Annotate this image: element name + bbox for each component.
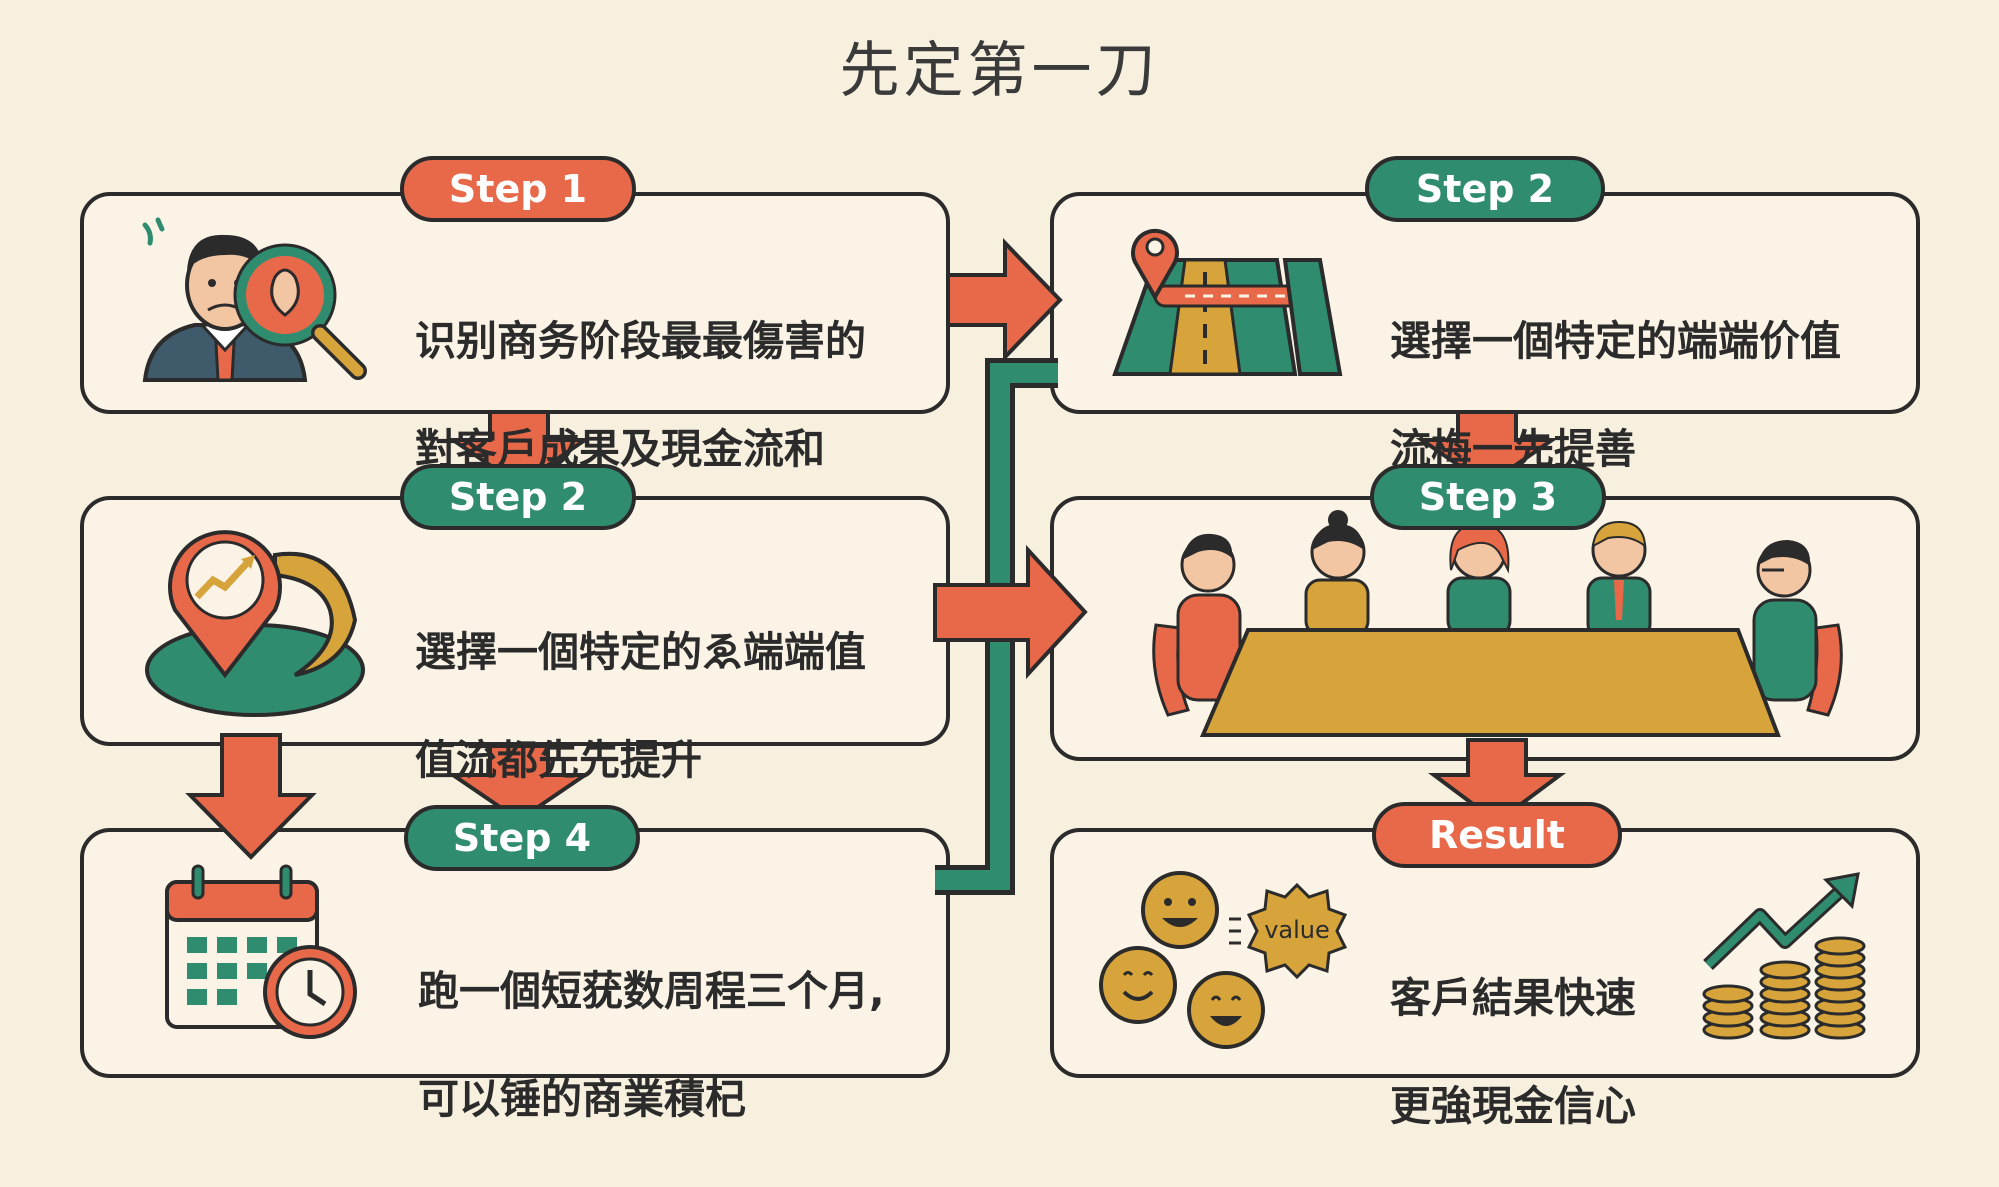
step4-text: 跑一個短莸数周程三个月, 可以锤的商業積杞: [418, 910, 885, 1180]
arrow-down-1: [446, 410, 592, 488]
calendar-clock-icon: [165, 864, 357, 1039]
step2-left-line1: 選擇一個特定的ゑ端端值: [415, 628, 866, 676]
worried-businessman-magnifier-icon: [142, 217, 367, 382]
step4-pill: Step 4: [404, 805, 640, 871]
result-line1: 客戶結果快速: [1390, 974, 1636, 1022]
step1-pill: Step 1: [400, 156, 636, 222]
step1-line1: 识别商务阶段最最傷害的: [415, 317, 866, 365]
step2-right-line2: 流梅一先提善: [1390, 425, 1636, 473]
flow-diagram: value: [142, 217, 1866, 1049]
arrow-down-5: [1427, 738, 1567, 825]
arrow-down-2: [185, 733, 317, 860]
page-title: 先定第一刀: [839, 36, 1160, 106]
coins-growth-chart-icon: [1702, 872, 1866, 1040]
step4-line2: 可以锤的商業積杞: [418, 1075, 746, 1123]
step1-line2: 對客戶成果及現金流和: [415, 425, 825, 473]
step3-pill: Step 3: [1370, 464, 1606, 530]
arrow-right-2: [933, 544, 1088, 680]
step4-line1: 跑一個短莸数周程三个月,: [418, 967, 885, 1015]
location-pin-growth-icon: [145, 530, 365, 717]
step2-left-line2: 值流都先先提升: [415, 736, 702, 784]
value-badge-text: value: [1264, 916, 1330, 944]
smiley-faces-icon: [1099, 871, 1265, 1049]
step1-text: 识别商务阶段最最傷害的 對客戶成果及現金流和: [415, 260, 866, 530]
step2-left-pill: Step 2: [400, 464, 636, 530]
road-map-pin-icon: [1112, 228, 1343, 376]
step2-right-pill: Step 2: [1365, 156, 1605, 222]
step2-right-text: 選擇一個特定的端端价值 流梅一先提善: [1390, 260, 1841, 530]
value-badge-icon: value: [1229, 882, 1348, 980]
result-line2: 更強現金信心: [1390, 1082, 1636, 1130]
result-text: 客戶結果快速 更強現金信心: [1390, 917, 1636, 1187]
arrow-down-4: [1415, 410, 1559, 488]
team-meeting-table-icon: [1152, 510, 1843, 737]
step2-left-text: 選擇一個特定的ゑ端端值 值流都先先提升: [415, 571, 866, 841]
step2-right-line1: 選擇一個特定的端端价值: [1390, 317, 1841, 365]
arrow-down-3: [446, 744, 592, 823]
arrow-right-1: [946, 238, 1063, 362]
result-pill: Result: [1372, 802, 1622, 868]
